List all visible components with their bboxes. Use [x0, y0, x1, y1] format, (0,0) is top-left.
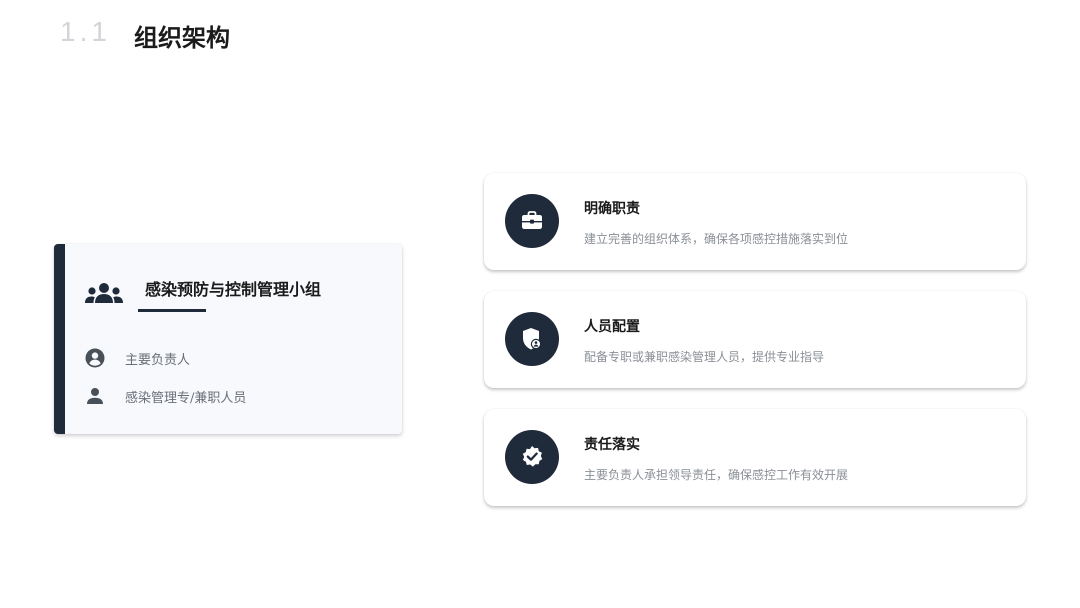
- org-row-label: 感染管理专/兼职人员: [125, 390, 247, 406]
- org-row-leader: 主要负责人: [84, 347, 190, 369]
- user-icon: [84, 385, 106, 407]
- feature-card-accountability: 责任落实 主要负责人承担领导责任，确保感控工作有效开展: [484, 409, 1026, 506]
- feature-description: 配备专职或兼职感染管理人员，提供专业指导: [584, 350, 825, 364]
- org-card-title: 感染预防与控制管理小组: [145, 280, 322, 299]
- briefcase-icon: [522, 211, 542, 229]
- feature-card-responsibility: 明确职责 建立完善的组织体系，确保各项感控措施落实到位: [484, 173, 1026, 270]
- org-card: 感染预防与控制管理小组 主要负责人 感染管理专/兼职人员: [54, 244, 402, 434]
- feature-icon-circle: [505, 312, 559, 366]
- feature-title: 责任落实: [584, 437, 640, 453]
- feature-title: 明确职责: [584, 201, 640, 217]
- org-card-title-underline: [138, 309, 206, 312]
- org-card-accent-bar: [54, 244, 65, 434]
- verified-badge-icon: [522, 446, 543, 467]
- feature-icon-circle: [505, 430, 559, 484]
- section-title: 组织架构: [134, 24, 230, 52]
- feature-description: 主要负责人承担领导责任，确保感控工作有效开展: [584, 468, 849, 482]
- section-number: 1.1: [60, 16, 111, 47]
- users-group-icon: [85, 283, 123, 303]
- org-row-label: 主要负责人: [125, 352, 191, 368]
- feature-description: 建立完善的组织体系，确保各项感控措施落实到位: [584, 232, 849, 246]
- feature-title: 人员配置: [584, 319, 640, 335]
- feature-card-staffing: 人员配置 配备专职或兼职感染管理人员，提供专业指导: [484, 291, 1026, 388]
- feature-icon-circle: [505, 194, 559, 248]
- shield-user-icon: [523, 328, 542, 350]
- user-circle-icon: [84, 347, 106, 369]
- org-row-staff: 感染管理专/兼职人员: [84, 385, 246, 407]
